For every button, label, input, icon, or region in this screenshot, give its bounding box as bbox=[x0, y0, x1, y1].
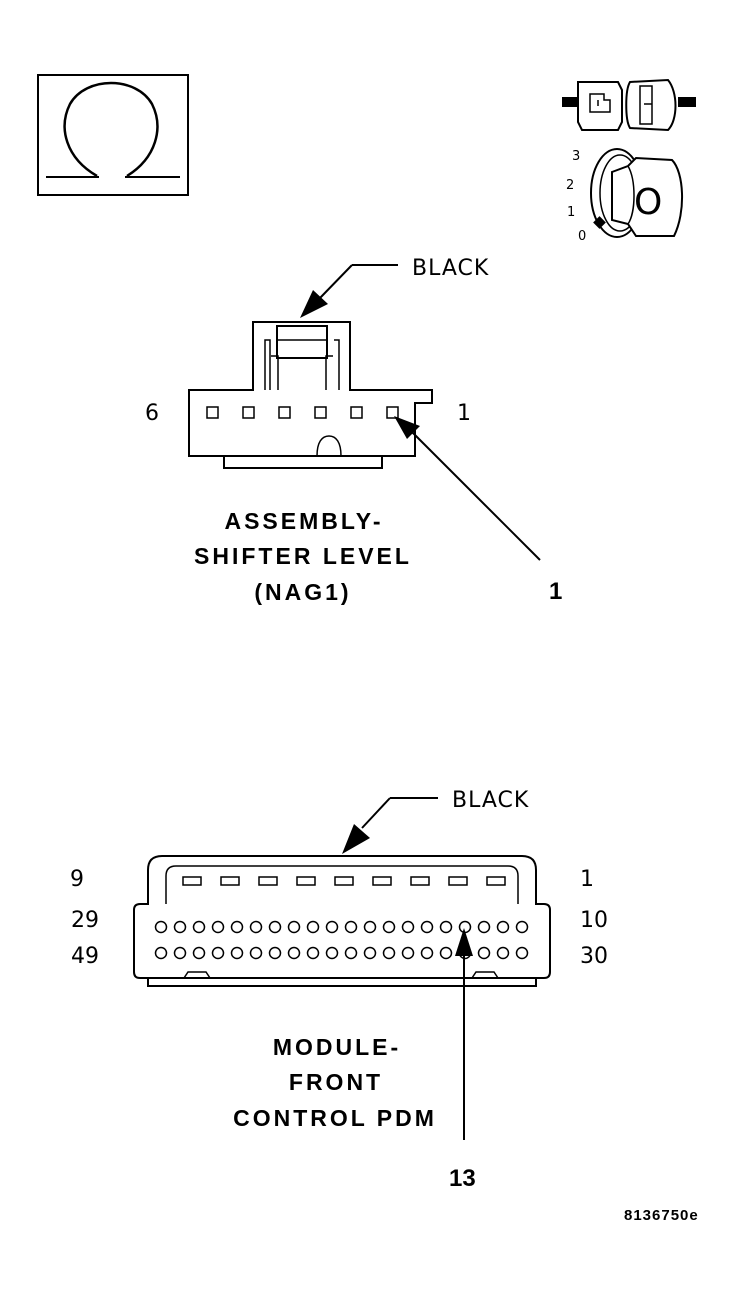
connector1-title-line-3: (NAG1) bbox=[254, 579, 351, 605]
connector1-color-label: BLACK bbox=[412, 256, 489, 281]
connector2-row3-cavity bbox=[173, 946, 187, 960]
connector2-row2-cavity bbox=[230, 920, 244, 934]
connector2-row3-cavity bbox=[420, 946, 434, 960]
connector2-row3-cavity bbox=[325, 946, 339, 960]
connector2-row1-cavity bbox=[334, 876, 354, 886]
connector2-row2-cavity bbox=[287, 920, 301, 934]
connector1-pin-cavity bbox=[278, 406, 291, 419]
connector2-row3-cavity bbox=[306, 946, 320, 960]
connector2-title-line-2: FRONT bbox=[289, 1069, 383, 1095]
connector2-row2-cavity bbox=[477, 920, 491, 934]
connector-icon bbox=[562, 78, 696, 132]
connector2-row1-cavity bbox=[258, 876, 278, 886]
connector1-callout-number: 1 bbox=[549, 578, 562, 605]
connector2-row2-cavity bbox=[496, 920, 510, 934]
connector1-pin-cavity bbox=[386, 406, 399, 419]
connector1-pin-cavity bbox=[242, 406, 255, 419]
connector2-row2-left-label: 29 bbox=[71, 908, 99, 933]
connector2-row1-cavity bbox=[296, 876, 316, 886]
connector2-row2-cavity bbox=[249, 920, 263, 934]
connector2-row3-cavity bbox=[211, 946, 225, 960]
connector2-row3-cavity bbox=[496, 946, 510, 960]
connector2-row3-right-label: 30 bbox=[580, 944, 608, 969]
connector2-row1-cavity bbox=[486, 876, 506, 886]
connector2-row2-cavity bbox=[154, 920, 168, 934]
connector2-row1-left-label: 9 bbox=[70, 867, 84, 892]
connector1-pin-cavity bbox=[314, 406, 327, 419]
connector1-pins bbox=[206, 406, 399, 419]
connector2-row2-cavity bbox=[420, 920, 434, 934]
ignition-key-icon: 3 2 1 0 O bbox=[566, 148, 683, 244]
connector-shifter-level: BLACK 6 1 1 ASSEMBLY- SHIFTER LEVEL (NAG… bbox=[145, 256, 562, 605]
connector2-row1-cavity bbox=[372, 876, 392, 886]
connector2-row3-cavity bbox=[249, 946, 263, 960]
connector2-row3-cavity bbox=[363, 946, 377, 960]
ignition-pos-3: 3 bbox=[572, 149, 580, 164]
figure-id: 8136750e bbox=[624, 1207, 699, 1224]
connector2-row3-cavity bbox=[344, 946, 358, 960]
connector2-row2-cavity bbox=[439, 920, 453, 934]
connector1-pin-left-label: 6 bbox=[145, 401, 159, 426]
connector2-row2-cavity bbox=[344, 920, 358, 934]
ignition-pos-1: 1 bbox=[567, 205, 575, 220]
connector2-row3-cavity bbox=[154, 946, 168, 960]
connector2-row3-cavity bbox=[268, 946, 282, 960]
connector2-color-label: BLACK bbox=[452, 788, 529, 813]
connector2-row1-cavity bbox=[448, 876, 468, 886]
connector2-row3-cavity bbox=[287, 946, 301, 960]
connector2-row3-cavity bbox=[382, 946, 396, 960]
ignition-key-text: O bbox=[634, 182, 662, 223]
connector2-row3-left-label: 49 bbox=[71, 944, 99, 969]
connector2-row2-cavity bbox=[458, 920, 472, 934]
connector2-title-line-3: CONTROL PDM bbox=[233, 1105, 437, 1131]
connector2-row2-cavity bbox=[382, 920, 396, 934]
connector2-row2-cavity bbox=[211, 920, 225, 934]
connector2-row3-cavity bbox=[192, 946, 206, 960]
connector2-row2-cavity bbox=[173, 920, 187, 934]
connector2-row2-cavity bbox=[363, 920, 377, 934]
connector2-row1-cavity bbox=[220, 876, 240, 886]
connector2-row3-cavity bbox=[515, 946, 529, 960]
connector1-title-line-1: ASSEMBLY- bbox=[224, 508, 383, 534]
connector2-row3-cavity bbox=[401, 946, 415, 960]
connector2-row2-cavity bbox=[325, 920, 339, 934]
connector1-title-line-2: SHIFTER LEVEL bbox=[194, 543, 412, 569]
connector2-row2-cavity bbox=[515, 920, 529, 934]
connector2-row1-cavity bbox=[410, 876, 430, 886]
connector2-title-line-1: MODULE- bbox=[273, 1034, 401, 1060]
connector2-row3-cavity bbox=[230, 946, 244, 960]
connector2-row2-cavity bbox=[192, 920, 206, 934]
connector1-pin-right-label: 1 bbox=[457, 401, 471, 426]
ignition-pos-2: 2 bbox=[566, 178, 574, 193]
connector1-pin-cavity bbox=[350, 406, 363, 419]
connector2-row1-right-label: 1 bbox=[580, 867, 594, 892]
ignition-pos-0: 0 bbox=[578, 229, 586, 244]
connector2-callout-number: 13 bbox=[449, 1165, 476, 1192]
connector2-row2-cavity bbox=[268, 920, 282, 934]
connector-front-control-pdm: BLACK 9 1 29 10 49 30 13 MODULE- FRONT C… bbox=[70, 788, 608, 1192]
connector1-pin-cavity bbox=[206, 406, 219, 419]
connector2-row2-cavity bbox=[401, 920, 415, 934]
connector2-row2-right-label: 10 bbox=[580, 908, 608, 933]
connector2-row3-cavity bbox=[439, 946, 453, 960]
connector2-pins bbox=[154, 876, 529, 960]
connector2-row1-cavity bbox=[182, 876, 202, 886]
connector2-row2-cavity bbox=[306, 920, 320, 934]
connector2-row3-cavity bbox=[477, 946, 491, 960]
ohm-icon bbox=[37, 74, 189, 196]
